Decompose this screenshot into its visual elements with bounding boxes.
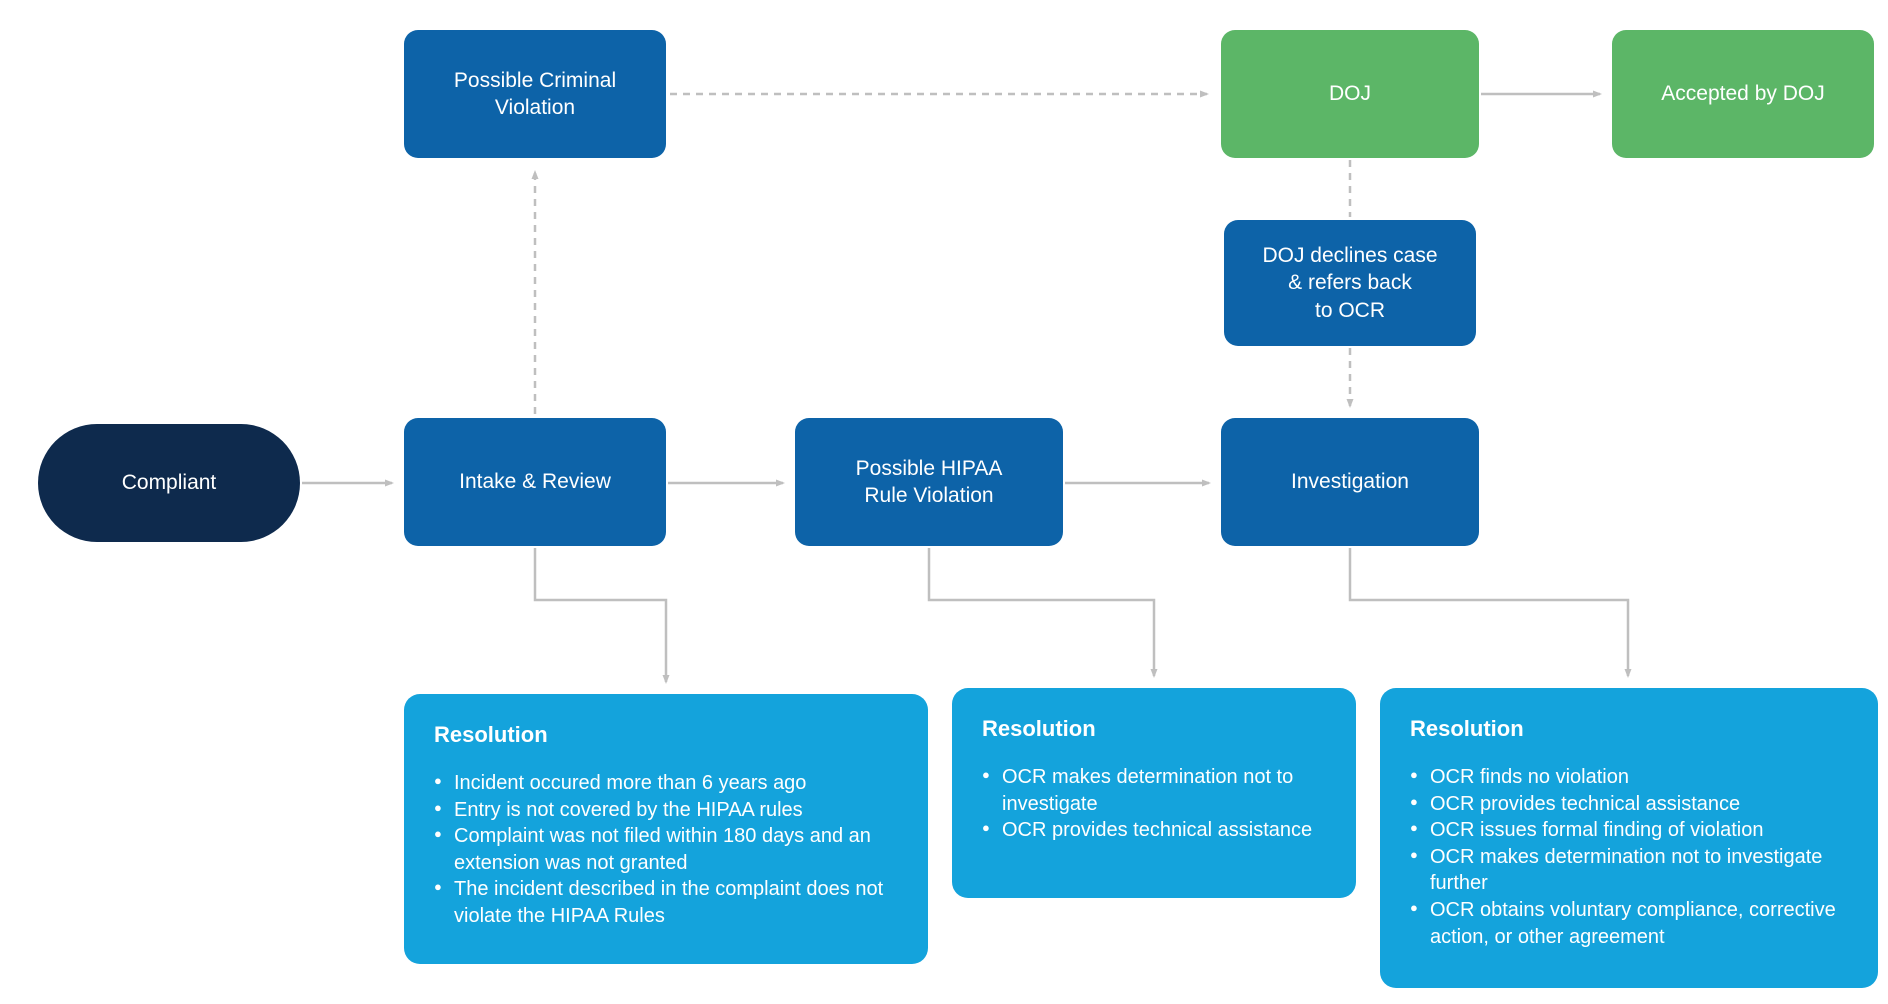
resolution-item: OCR makes determination not to investiga… [982, 764, 1326, 817]
resolution-box-hipaa: Resolution OCR makes determination not t… [952, 688, 1356, 898]
resolution-title: Resolution [982, 716, 1096, 741]
resolution-item: The incident described in the complaint … [434, 876, 898, 929]
node-doj-label: DOJ [1329, 82, 1371, 106]
resolution-title: Resolution [1410, 716, 1524, 741]
node-doj: DOJ [1221, 30, 1479, 158]
node-accepted-by-doj: Accepted by DOJ [1612, 30, 1874, 158]
resolution-item: OCR finds no violation [1410, 764, 1848, 791]
resolution-box-intake: Resolution Incident occured more than 6 … [404, 694, 928, 964]
node-investigation-label: Investigation [1291, 470, 1409, 494]
arrow-investigation-to-resolution3 [1348, 548, 1632, 678]
resolution-item: OCR issues formal finding of violation [1410, 817, 1848, 844]
node-possible-criminal-violation-label: Possible Criminal Violation [453, 68, 617, 119]
node-possible-hipaa-rule-violation-label: Possible HIPAA Rule Violation [855, 456, 1003, 507]
node-possible-hipaa-rule-violation: Possible HIPAA Rule Violation [795, 418, 1063, 546]
node-compliant: Compliant [38, 424, 300, 542]
resolution-item: Complaint was not filed within 180 days … [434, 823, 898, 876]
arrow-intake-to-resolution1 [533, 548, 670, 684]
node-possible-criminal-violation: Possible Criminal Violation [404, 30, 666, 158]
resolution-list: OCR makes determination not to investiga… [982, 764, 1326, 844]
node-investigation: Investigation [1221, 418, 1479, 546]
node-accepted-by-doj-label: Accepted by DOJ [1661, 82, 1825, 106]
node-compliant-label: Compliant [121, 471, 217, 495]
node-doj-declines-label: DOJ declines case & refers back to OCR [1262, 244, 1438, 322]
node-doj-declines: DOJ declines case & refers back to OCR [1224, 220, 1476, 346]
resolution-box-investigation: Resolution OCR finds no violation OCR pr… [1380, 688, 1878, 988]
resolution-item: OCR provides technical assistance [982, 817, 1326, 844]
node-intake-review-label: Intake & Review [459, 470, 611, 494]
resolution-list: OCR finds no violation OCR provides tech… [1410, 764, 1848, 950]
arrow-hipaa-to-resolution2 [927, 548, 1158, 678]
resolution-item: Entry is not covered by the HIPAA rules [434, 797, 898, 824]
resolution-item: OCR makes determination not to investiga… [1410, 844, 1848, 897]
resolution-item: OCR provides technical assistance [1410, 791, 1848, 818]
node-intake-review: Intake & Review [404, 418, 666, 546]
resolution-item: OCR obtains voluntary compliance, correc… [1410, 897, 1848, 950]
resolution-title: Resolution [434, 722, 548, 747]
resolution-item: Incident occured more than 6 years ago [434, 770, 898, 797]
resolution-list: Incident occured more than 6 years ago E… [434, 770, 898, 930]
